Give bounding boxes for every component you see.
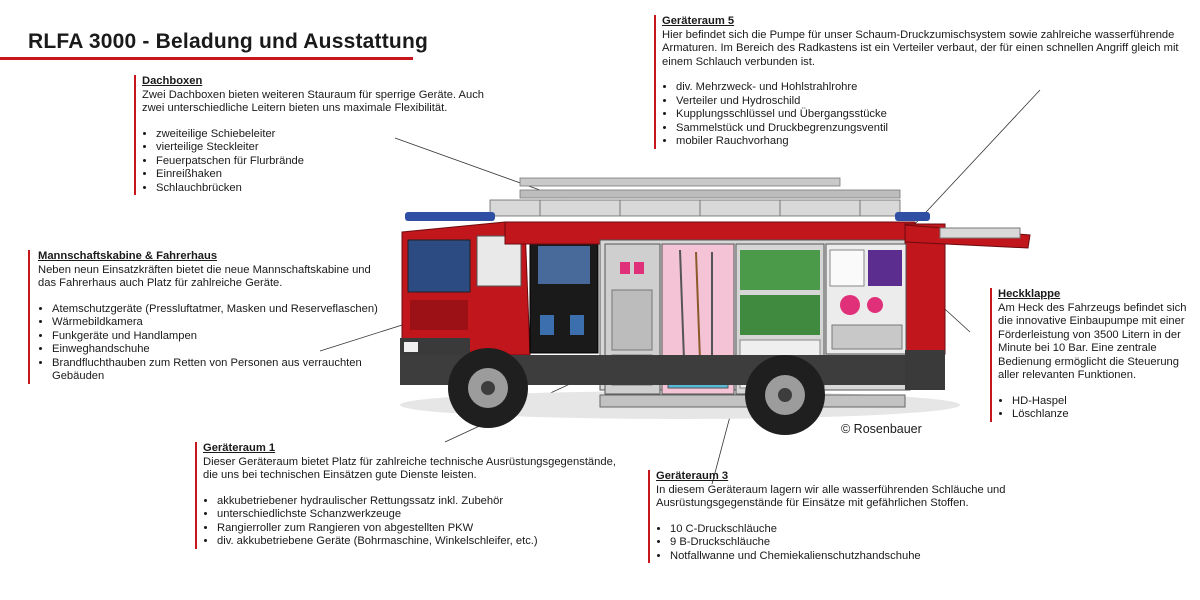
list-item: Funkgeräte und Handlampen <box>52 330 378 344</box>
list-item: Wärmebildkamera <box>52 316 378 330</box>
section-heading: Dachboxen <box>142 75 203 87</box>
section-text: Neben neun Einsatzkräften bietet die neu… <box>38 263 371 290</box>
list-item: akkubetriebener hydraulischer Rettungssa… <box>217 495 623 509</box>
list-item: div. akkubetriebene Geräte (Bohrmaschine… <box>217 535 623 549</box>
list-item: Notfallwanne und Chemiekalienschutzhands… <box>670 550 1076 564</box>
list-item: HD-Haspel <box>1012 395 1193 409</box>
list-item: unterschiedlichste Schanzwerkzeuge <box>217 508 623 522</box>
list-item: Brandfluchthauben zum Retten von Persone… <box>52 357 378 384</box>
list-item: Atemschutzgeräte (Pressluftatmer, Masken… <box>52 303 378 317</box>
section-text: Dieser Geräteraum bietet Platz für zahlr… <box>203 455 616 482</box>
list-item: Verteiler und Hydroschild <box>676 95 1182 109</box>
rear-bumper <box>905 350 945 390</box>
section-text: Hier befindet sich die Pumpe für unser S… <box>662 28 1179 68</box>
section-heckklappe: Heckklappe Am Heck des Fahrzeugs befinde… <box>990 288 1193 422</box>
rear-light-bar <box>895 212 930 221</box>
list-item: vierteilige Steckleiter <box>156 141 497 155</box>
section-text: Zwei Dachboxen bieten weiteren Stauraum … <box>142 88 485 115</box>
list-item: Rangierroller zum Rangieren von abgestel… <box>217 522 623 536</box>
section-heading: Geräteraum 3 <box>656 470 729 482</box>
list-item: Sammelstück und Druckbegrenzungsventil <box>676 122 1182 136</box>
list-item: zweiteilige Schiebeleiter <box>156 128 497 142</box>
list-item: Einweghandschuhe <box>52 343 378 357</box>
item-list: HD-Haspel Löschlanze <box>998 395 1193 422</box>
list-item: Feuerpatschen für Flurbrände <box>156 155 497 169</box>
rear-wheel <box>745 355 825 435</box>
item-list: zweiteilige Schiebeleiter vierteilige St… <box>142 128 497 196</box>
front-wheel <box>448 348 528 428</box>
section-text: Am Heck des Fahrzeugs befindet sich die … <box>998 301 1187 382</box>
section-heading: Geräteraum 5 <box>662 15 735 27</box>
page-title: RLFA 3000 - Beladung und Ausstattung <box>28 30 428 53</box>
section-heading: Mannschaftskabine & Fahrerhaus <box>38 250 218 262</box>
item-list: 10 C-Druckschläuche 9 B-Druckschläuche N… <box>656 523 1076 564</box>
list-item: Einreißhaken <box>156 168 497 182</box>
section-geraeteraum-1: Geräteraum 1 Dieser Geräteraum bietet Pl… <box>195 442 623 549</box>
section-text: In diesem Geräteraum lagern wir alle was… <box>656 483 1006 510</box>
list-item: Kupplungsschlüssel und Übergangsstücke <box>676 108 1182 122</box>
roof-ladders <box>489 177 901 217</box>
callout-line-dachboxen <box>394 137 563 199</box>
list-item: 9 B-Druckschläuche <box>670 536 1076 550</box>
item-list: akkubetriebener hydraulischer Rettungssa… <box>203 495 623 549</box>
list-item: div. Mehrzweck- und Hohlstrahlrohre <box>676 81 1182 95</box>
list-item: Löschlanze <box>1012 408 1193 422</box>
title-underline <box>0 57 413 60</box>
cab <box>400 221 531 358</box>
section-heading: Geräteraum 1 <box>203 442 276 454</box>
section-heading: Heckklappe <box>998 288 1061 300</box>
list-item: Schlauchbrücken <box>156 182 497 196</box>
compartment-geraeteraum5 <box>825 243 907 355</box>
section-dachboxen: Dachboxen Zwei Dachboxen bieten weiteren… <box>134 75 497 195</box>
section-geraeteraum-5: Geräteraum 5 Hier befindet sich die Pump… <box>654 15 1182 149</box>
item-list: Atemschutzgeräte (Pressluftatmer, Masken… <box>38 303 378 384</box>
list-item: mobiler Rauchvorhang <box>676 135 1182 149</box>
list-item: 10 C-Druckschläuche <box>670 523 1076 537</box>
section-geraeteraum-3: Geräteraum 3 In diesem Geräteraum lagern… <box>648 470 1076 563</box>
copyright-label: © Rosenbauer <box>841 422 922 436</box>
section-mannschaftskabine: Mannschaftskabine & Fahrerhaus Neben neu… <box>28 250 378 384</box>
light-bar <box>405 212 495 221</box>
item-list: div. Mehrzweck- und Hohlstrahlrohre Vert… <box>662 81 1182 149</box>
